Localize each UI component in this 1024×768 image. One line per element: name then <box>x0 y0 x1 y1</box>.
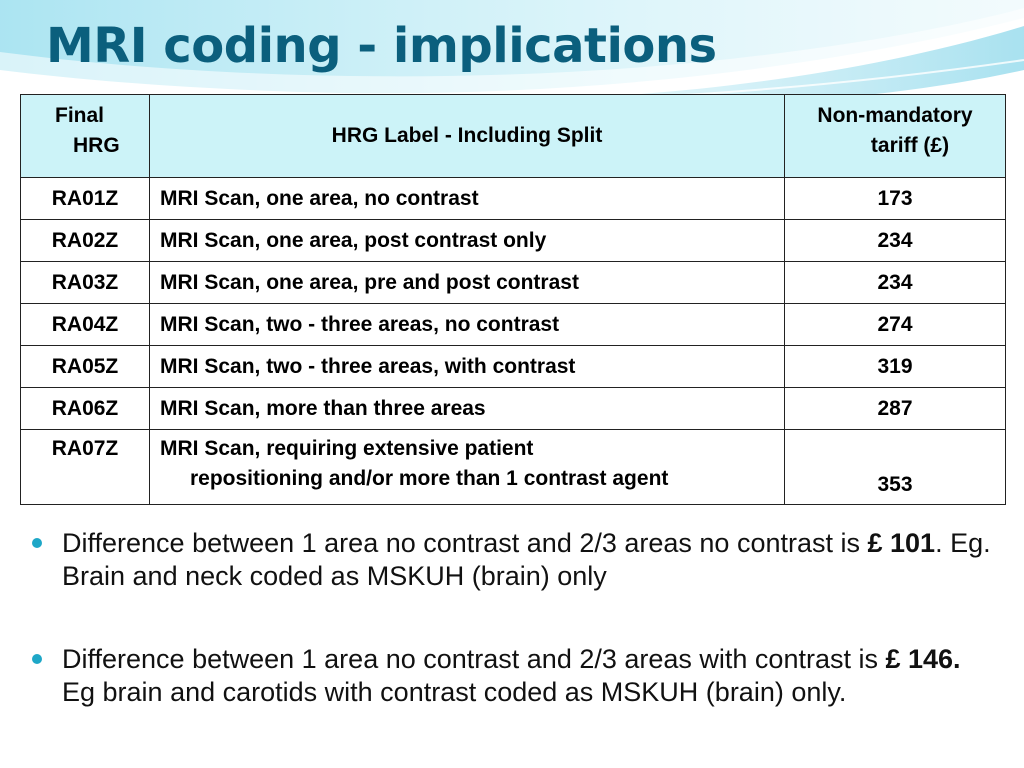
hrg-label: MRI Scan, one area, pre and post contras… <box>149 261 785 304</box>
table-header-row: Final HRG HRG Label - Including Split No… <box>20 94 1006 178</box>
table-row: RA01Z MRI Scan, one area, no contrast 17… <box>20 177 1006 220</box>
table-row: RA05Z MRI Scan, two - three areas, with … <box>20 345 1006 388</box>
hrg-label-line1: MRI Scan, requiring extensive patient <box>160 437 534 460</box>
table-row: RA03Z MRI Scan, one area, pre and post c… <box>20 261 1006 304</box>
header-final-hrg: Final HRG <box>20 94 150 178</box>
hrg-label-line2: repositioning and/or more than 1 contras… <box>190 467 669 490</box>
hrg-tariff: 234 <box>784 261 1006 304</box>
hrg-label: MRI Scan, two - three areas, with contra… <box>149 345 785 388</box>
hrg-code: RA04Z <box>20 303 150 346</box>
slide-title: MRI coding - implications <box>46 18 717 74</box>
bullet-item: Difference between 1 area no contrast an… <box>32 527 992 593</box>
bullet-text: Difference between 1 area no contrast an… <box>62 644 886 674</box>
header-hrg-label: HRG Label - Including Split <box>149 94 785 178</box>
table-row: RA04Z MRI Scan, two - three areas, no co… <box>20 303 1006 346</box>
hrg-label: MRI Scan, one area, post contrast only <box>149 219 785 262</box>
table-row: RA02Z MRI Scan, one area, post contrast … <box>20 219 1006 262</box>
bullet-icon <box>32 538 42 548</box>
bullet-list: Difference between 1 area no contrast an… <box>32 527 992 759</box>
bullet-text: Difference between 1 area no contrast an… <box>62 528 868 558</box>
hrg-tariff-table: Final HRG HRG Label - Including Split No… <box>20 94 1006 505</box>
hrg-code: RA02Z <box>20 219 150 262</box>
hrg-code: RA05Z <box>20 345 150 388</box>
hrg-label: MRI Scan, one area, no contrast <box>149 177 785 220</box>
hrg-tariff: 319 <box>784 345 1006 388</box>
background-swoosh <box>0 0 1024 108</box>
hrg-label: MRI Scan, requiring extensive patient re… <box>149 429 785 505</box>
header-tariff: Non-mandatory tariff (£) <box>784 94 1006 178</box>
hrg-code: RA01Z <box>20 177 150 220</box>
bullet-item: Difference between 1 area no contrast an… <box>32 643 992 709</box>
hrg-label: MRI Scan, more than three areas <box>149 387 785 430</box>
hrg-code: RA03Z <box>20 261 150 304</box>
hrg-tariff: 173 <box>784 177 1006 220</box>
hrg-tariff: 287 <box>784 387 1006 430</box>
bullet-amount: £ 101 <box>867 528 936 558</box>
bullet-amount: £ 146. <box>885 644 961 674</box>
hrg-code: RA06Z <box>20 387 150 430</box>
hrg-tariff: 274 <box>784 303 1006 346</box>
table-row: RA07Z MRI Scan, requiring extensive pati… <box>20 429 1006 505</box>
hrg-label: MRI Scan, two - three areas, no contrast <box>149 303 785 346</box>
bullet-text: Eg brain and carotids with contrast code… <box>62 677 847 707</box>
table-row: RA06Z MRI Scan, more than three areas 28… <box>20 387 1006 430</box>
hrg-tariff: 234 <box>784 219 1006 262</box>
hrg-tariff: 353 <box>784 429 1006 505</box>
bullet-text: . Eg. Brain and neck coded as MSKUH (bra… <box>62 528 991 591</box>
hrg-code: RA07Z <box>20 429 150 505</box>
bullet-icon <box>32 654 42 664</box>
